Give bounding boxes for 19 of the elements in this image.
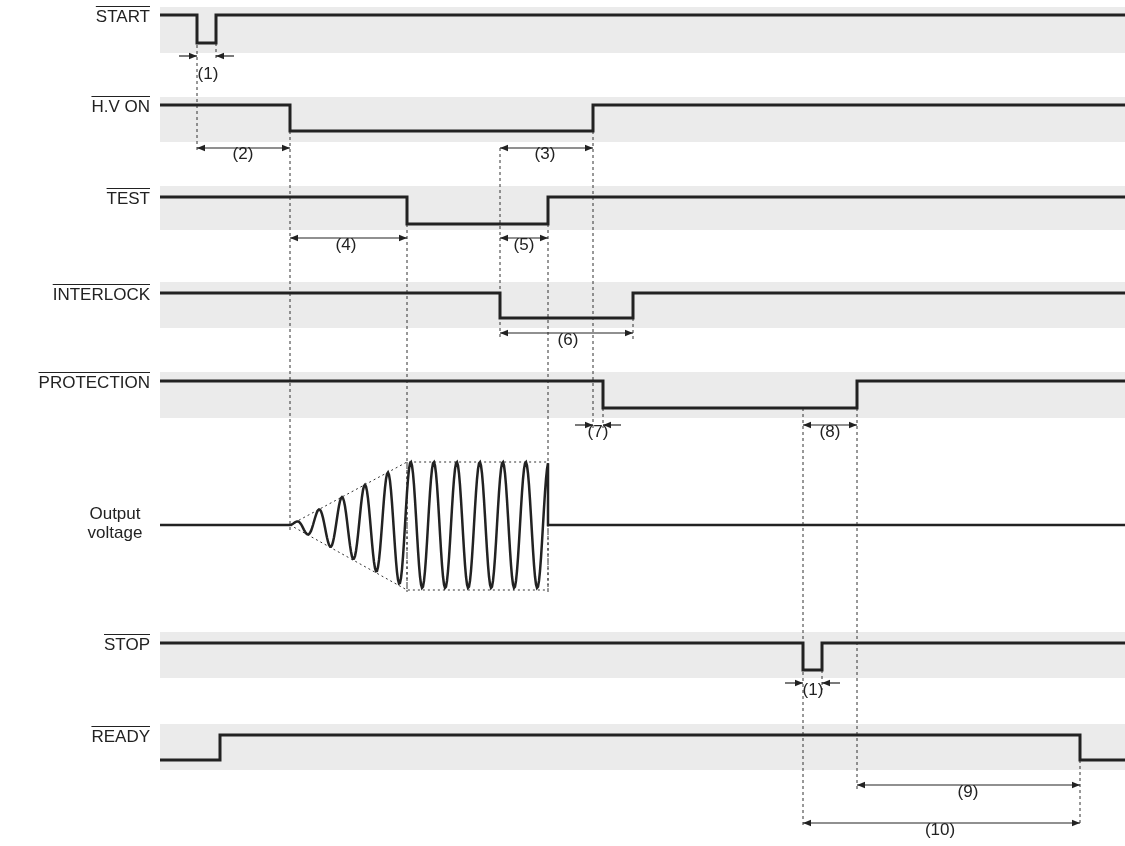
signal-name: READY	[91, 728, 150, 747]
dimension-label: (9)	[957, 783, 979, 802]
dimension-label: (8)	[819, 423, 841, 442]
signal-name: START	[95, 8, 150, 27]
signal-name: STOP	[104, 636, 150, 655]
dimension-label: (1)	[802, 681, 824, 700]
signal-name: TEST	[106, 190, 150, 209]
dimension-label: (5)	[513, 236, 535, 255]
signal-name: H.V ON	[91, 98, 150, 117]
dimension-label: (2)	[232, 145, 254, 164]
signal-name: Output voltage	[86, 505, 144, 543]
dimension-label: (6)	[557, 331, 579, 350]
dimension-label: (3)	[534, 145, 556, 164]
signal-name: INTERLOCK	[52, 286, 150, 305]
dimension-label: (1)	[197, 65, 219, 84]
dimension-label: (7)	[587, 423, 609, 442]
signal-name: PROTECTION	[38, 374, 150, 393]
dimension-label: (4)	[335, 236, 357, 255]
dimension-label: (10)	[924, 821, 956, 840]
